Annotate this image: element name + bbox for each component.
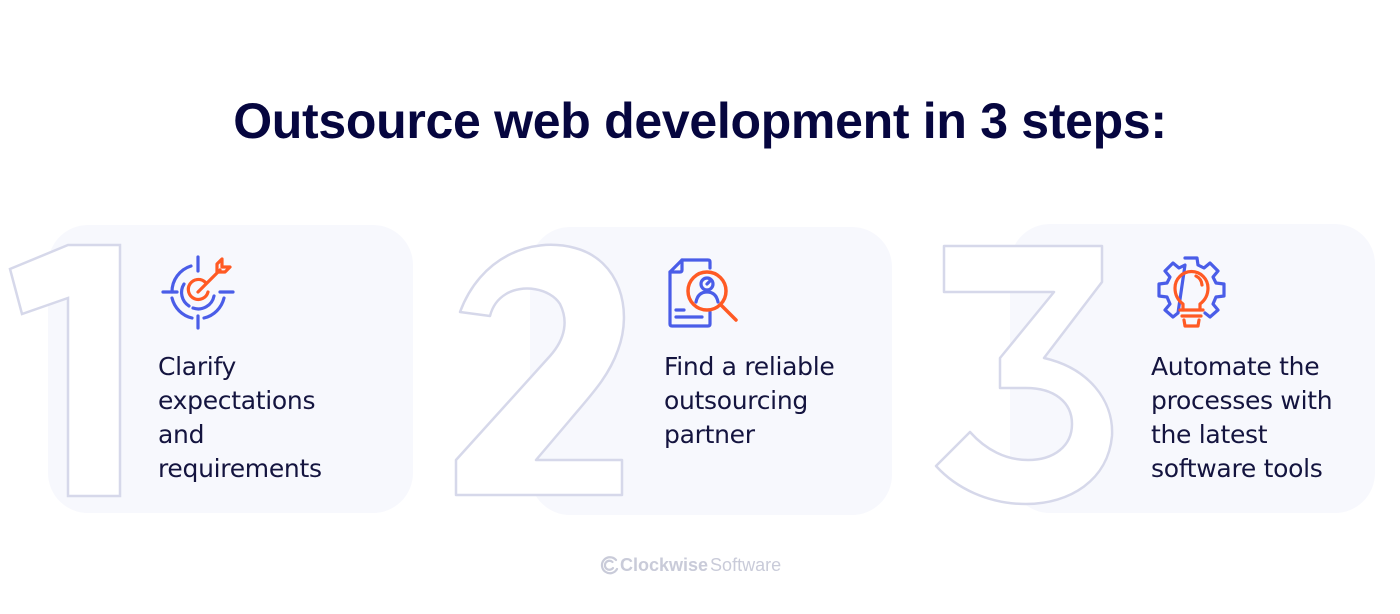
step-line: software tools [1151, 454, 1323, 483]
step-line: Find a reliable [664, 352, 835, 381]
target-icon [161, 255, 235, 330]
step-number-2 [454, 243, 626, 497]
step-line: processes with [1151, 386, 1333, 415]
step-line: requirements [158, 454, 322, 483]
page-title: Outsource web development in 3 steps: [233, 93, 1167, 149]
step-text-2: Find a reliable outsourcing partner [664, 350, 835, 452]
step-line: and [158, 420, 205, 449]
step-text-3: Automate the processes with the latest s… [1151, 350, 1333, 486]
clockwise-logo-icon [600, 556, 619, 575]
document-search-icon [668, 258, 738, 328]
brand-name-bold: Clockwise [620, 554, 709, 575]
step-text-1: Clarify expectations and requirements [158, 350, 322, 486]
step-line: partner [664, 420, 755, 449]
step-line: outsourcing [664, 386, 808, 415]
step-line: the latest [1151, 420, 1268, 449]
step-line: expectations [158, 386, 316, 415]
step-line: Clarify [158, 352, 237, 381]
step-line: Automate the [1151, 352, 1320, 381]
step-number-1 [8, 243, 122, 498]
step-number-3 [934, 244, 1114, 506]
brand-footer: Clockwise Software [600, 553, 781, 577]
brand-name-light: Software [710, 554, 782, 575]
gear-lightbulb-icon [1157, 256, 1226, 328]
